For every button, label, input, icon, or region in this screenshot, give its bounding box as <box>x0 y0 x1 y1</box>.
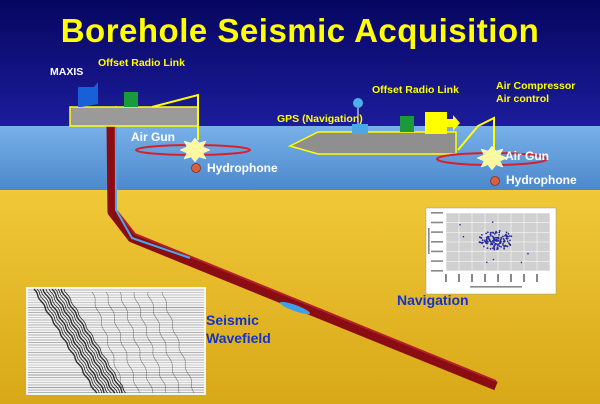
downhole-tool <box>279 301 311 315</box>
wavefield-label: Wavefield <box>206 330 271 346</box>
navigation-label: Navigation <box>397 292 469 308</box>
gps-antenna <box>353 98 363 108</box>
seismic-wavefield-image <box>26 287 206 395</box>
radio-unit-left <box>124 92 138 107</box>
radio-unit-right <box>400 116 414 132</box>
offset-radio-link-right-label: Offset Radio Link <box>372 84 459 96</box>
air-gun-right-label: Air Gun <box>505 149 549 163</box>
wireline-tool <box>115 106 311 315</box>
air-compressor-unit <box>425 112 447 134</box>
rig-platform <box>69 82 199 127</box>
air-gun-cable-right <box>457 116 495 151</box>
hydrophone-left-label: Hydrophone <box>207 161 278 175</box>
air-gun-burst-right <box>476 145 508 171</box>
gps-cabin <box>352 124 368 134</box>
page-title: Borehole Seismic Acquisition <box>60 12 540 49</box>
compressor-arrow <box>447 115 460 131</box>
sky-background <box>0 0 600 126</box>
navigation-plot <box>425 207 557 295</box>
hydrophone-left <box>191 163 201 173</box>
gps-label: GPS (Navigation) <box>277 113 363 125</box>
maxis-label: MAXIS <box>50 66 84 78</box>
hydrophone-right-label: Hydrophone <box>506 173 577 187</box>
air-control-label: Air control <box>496 93 550 105</box>
maxis-unit <box>78 82 98 107</box>
air-compressor-label: Air Compressor <box>496 80 576 92</box>
air-gun-left-label: Air Gun <box>131 130 175 144</box>
air-gun-cable-left <box>151 93 199 140</box>
air-gun-burst-left <box>179 137 211 163</box>
seismic-label: Seismic <box>206 312 259 328</box>
hydrophone-right <box>490 176 500 186</box>
offset-radio-link-left-label: Offset Radio Link <box>98 57 185 69</box>
survey-vessel <box>287 98 460 155</box>
